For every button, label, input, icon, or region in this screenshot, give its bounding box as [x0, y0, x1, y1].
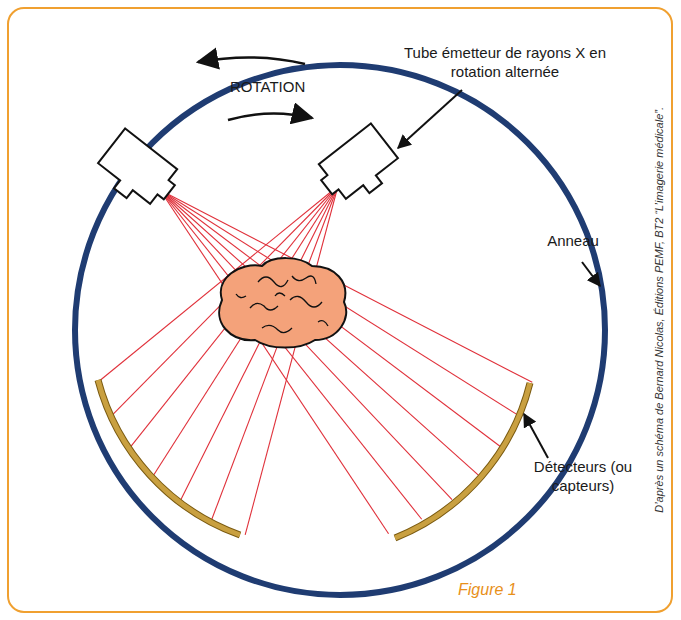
x-ray	[245, 186, 338, 535]
detector-outline	[395, 383, 530, 538]
x-ray	[160, 190, 520, 416]
frame	[8, 8, 672, 612]
ring-label: Anneau	[528, 232, 618, 251]
leader-arrow	[398, 90, 462, 148]
x-ray	[160, 190, 422, 519]
x-ray	[180, 186, 338, 501]
detector-outline	[98, 380, 240, 535]
xray-tube	[313, 123, 405, 211]
detector	[98, 380, 240, 535]
figure-caption: Figure 1	[458, 580, 517, 600]
leader-arrow	[524, 414, 548, 458]
leader-arrow	[582, 262, 600, 286]
x-ray	[160, 190, 479, 476]
x-ray	[211, 186, 338, 521]
rotation-arrow	[228, 113, 312, 120]
x-ray	[160, 190, 389, 534]
rotation-arrow	[198, 57, 305, 64]
rotation-label: ROTATION	[230, 78, 340, 97]
ring	[75, 65, 605, 595]
xray-tube	[92, 128, 184, 216]
detector-label: Détecteurs (ou capteurs)	[528, 458, 638, 496]
tube-label: Tube émetteur de rayons X en rotation al…	[390, 44, 620, 82]
detector	[395, 383, 530, 538]
x-rays	[98, 186, 532, 535]
credit-note: D’après un schéma de Bernard Nicolas, Éd…	[653, 20, 667, 600]
body-detail	[236, 276, 328, 333]
patient-body	[219, 258, 346, 347]
x-ray	[160, 190, 502, 447]
